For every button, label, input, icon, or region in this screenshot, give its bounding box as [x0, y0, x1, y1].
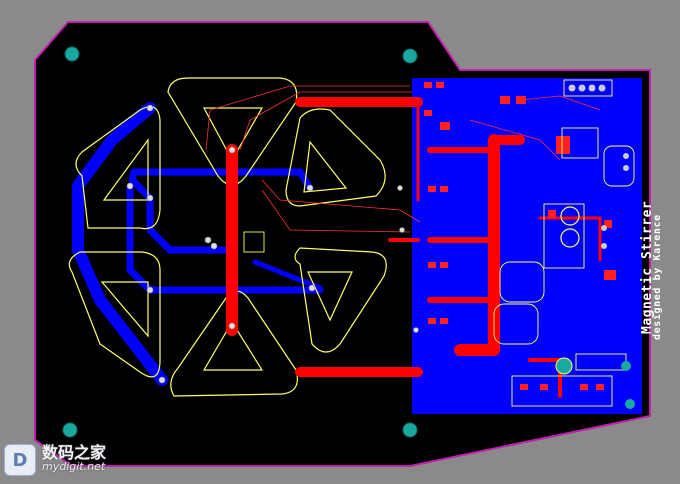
vias	[126, 104, 419, 384]
bottom-layer-traces	[72, 102, 324, 386]
bottom-copper-pour	[412, 78, 642, 414]
component-pads	[424, 82, 616, 390]
watermark-url: mydigit.net	[42, 460, 106, 473]
component-silkscreen	[243, 79, 635, 407]
mounting-hole-bottom-left	[62, 422, 78, 438]
watermark: D 数码之家 mydigit.net	[4, 440, 134, 480]
mounting-hole-top-left	[64, 46, 80, 62]
through-hole-pads	[555, 84, 635, 409]
mounting-hole-bottom-right	[402, 422, 418, 438]
site-logo-icon: D	[4, 444, 36, 476]
watermark-text: 数码之家 mydigit.net	[42, 443, 107, 474]
mounting-holes	[62, 46, 418, 438]
watermark-site-name: 数码之家	[42, 443, 107, 462]
board-credit-silkscreen: designed by Karence	[652, 214, 663, 340]
top-layer-traces	[226, 97, 602, 398]
mounting-hole-top-right	[402, 48, 418, 64]
signal-traces	[205, 85, 601, 233]
